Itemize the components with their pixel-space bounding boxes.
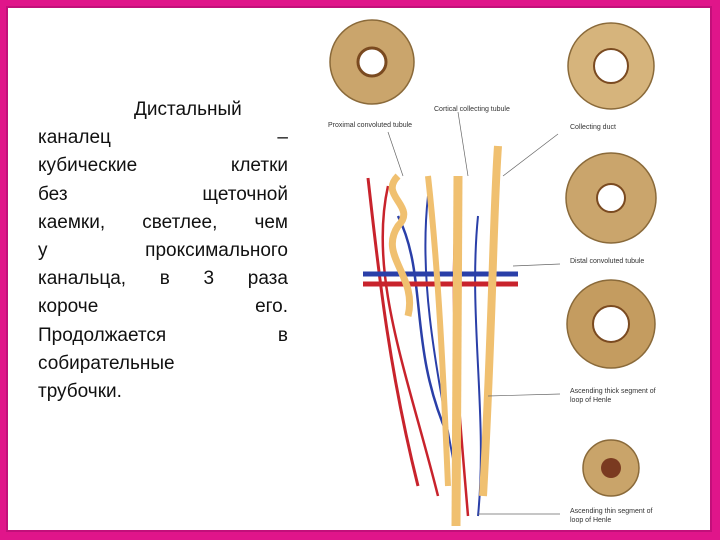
cross-section-thick-segment: [566, 279, 656, 369]
text-line: трубочки.: [38, 381, 122, 403]
label-thick-segment-2: loop of Henle: [570, 397, 612, 404]
text-line: канальца, в 3 раза: [38, 265, 288, 293]
text-word: каемки,: [38, 211, 106, 233]
slide-text: Дистальный каналец – кубические клетки без щет…: [38, 96, 288, 406]
label-cortical: Cortical collecting tubule: [434, 106, 510, 113]
text-word: кубические: [38, 155, 138, 177]
text-line: каемки, светлее, чем: [38, 209, 288, 237]
text-line: кубические клетки: [38, 152, 288, 180]
cross-section-distal: [565, 152, 657, 244]
text-word: клетки: [230, 155, 288, 177]
nephron-diagram: [329, 19, 657, 527]
text-line: каналец –: [38, 124, 288, 152]
nephron-figure: Proximal convoluted tubule Cortical coll…: [308, 16, 708, 528]
label-proximal: Proximal convoluted tubule: [328, 122, 413, 129]
text-word: раза: [247, 268, 288, 290]
text-word: без: [38, 183, 68, 205]
text-line: у проксимального: [38, 237, 288, 265]
cross-section-top: [329, 19, 415, 105]
text-word: чем: [254, 211, 288, 233]
label-pointers: [387, 111, 561, 515]
label-thin-segment-2: loop of Henle: [570, 517, 612, 524]
text-word: щеточной: [202, 183, 288, 205]
text-line: собирательные: [38, 352, 175, 374]
label-thick-segment-1: Ascending thick segment of: [570, 388, 656, 395]
text-word: каналец: [38, 127, 111, 149]
text-word: 3: [203, 268, 215, 290]
text-word: в: [159, 268, 170, 290]
text-word: его.: [255, 296, 288, 318]
text-word: канальца,: [38, 268, 127, 290]
text-line: Дистальный: [134, 99, 242, 120]
label-thin-segment-1: Ascending thin segment of: [570, 508, 653, 515]
cross-section-collecting-duct: [567, 22, 655, 110]
text-word: –: [277, 127, 288, 149]
text-word: проксимального: [145, 240, 288, 262]
label-distal: Distal convoluted tubule: [570, 258, 645, 265]
text-line: Продолжается в: [38, 322, 288, 350]
slide: Дистальный каналец – кубические клетки без щет…: [6, 6, 712, 532]
text-word: короче: [38, 296, 99, 318]
text-line: без щеточной: [38, 181, 288, 209]
text-word: в: [277, 324, 288, 346]
cross-section-thin-segment: [582, 439, 640, 497]
text-line: короче его.: [38, 293, 288, 321]
label-collecting-duct: Collecting duct: [570, 124, 616, 131]
text-word: у: [38, 240, 48, 262]
text-word: светлее,: [142, 211, 218, 233]
tubules: [388, 145, 502, 527]
text-word: Продолжается: [38, 324, 167, 346]
